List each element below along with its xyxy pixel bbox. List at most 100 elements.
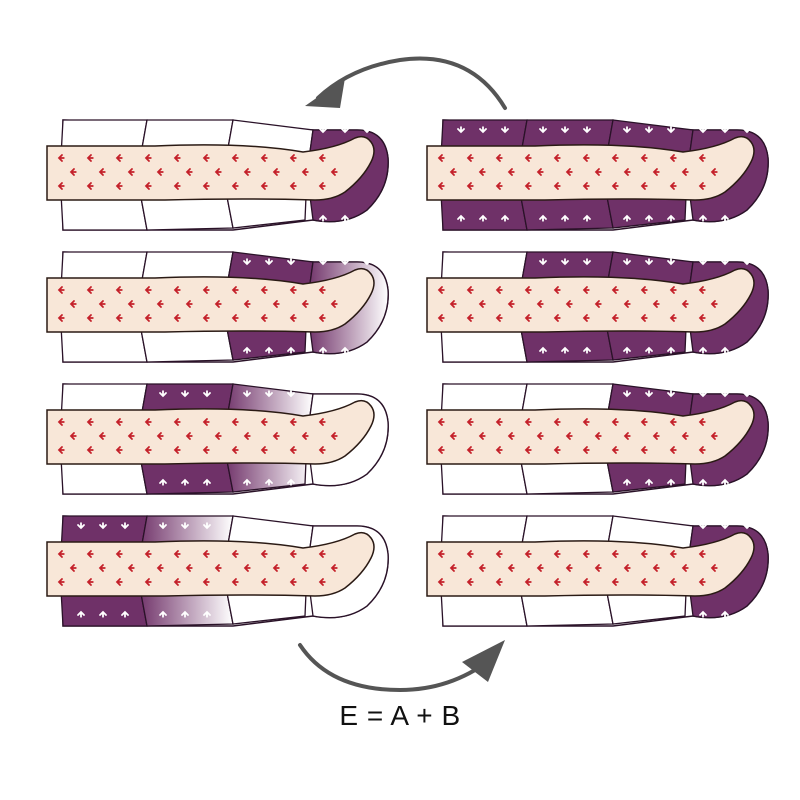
pressure-arrow-down-icon	[181, 390, 189, 398]
pressure-arrow-down-icon	[743, 258, 751, 266]
flow-arrow-icon	[98, 300, 106, 308]
flow-arrow-icon	[623, 300, 631, 308]
flow-arrow-icon	[289, 418, 297, 426]
pressure-arrow-up-icon	[667, 346, 675, 354]
flow-arrow-icon	[524, 550, 532, 558]
flow-arrow-icon	[214, 564, 222, 572]
flow-arrow-icon	[173, 446, 181, 454]
pressure-arrow-down-icon	[319, 126, 327, 134]
flow-arrow-icon	[156, 168, 164, 176]
flow-arrow-icon	[669, 418, 677, 426]
flow-arrow-icon	[507, 432, 515, 440]
flow-arrow-icon	[318, 182, 326, 190]
flow-arrow-icon	[669, 578, 677, 586]
flow-arrow-icon	[185, 300, 193, 308]
flow-arrow-icon	[466, 182, 474, 190]
flow-arrow-icon	[144, 578, 152, 586]
flow-arrow-icon	[260, 446, 268, 454]
flow-arrow-icon	[127, 432, 135, 440]
flow-arrow-icon	[243, 564, 251, 572]
flow-arrow-icon	[524, 578, 532, 586]
pressure-arrow-down-icon	[699, 390, 707, 398]
pressure-arrow-down-icon	[583, 126, 591, 134]
flow-arrow-icon	[495, 578, 503, 586]
pressure-arrow-down-icon	[77, 522, 85, 530]
pressure-arrow-down-icon	[743, 522, 751, 530]
flow-arrow-icon	[57, 418, 65, 426]
panels	[46, 119, 769, 627]
flow-arrow-icon	[669, 182, 677, 190]
pressure-arrow-up-icon	[623, 346, 631, 354]
flow-arrow-icon	[231, 550, 239, 558]
pressure-arrow-up-icon	[181, 478, 189, 486]
pressure-arrow-down-icon	[203, 522, 211, 530]
pressure-arrow-up-icon	[287, 346, 295, 354]
pressure-arrow-up-icon	[721, 214, 729, 222]
pressure-arrow-up-icon	[159, 610, 167, 618]
flow-arrow-icon	[698, 578, 706, 586]
flow-arrow-icon	[69, 168, 77, 176]
pressure-arrow-up-icon	[265, 346, 273, 354]
pressure-arrow-up-icon	[699, 610, 707, 618]
pressure-arrow-down-icon	[721, 522, 729, 530]
flow-arrow-icon	[185, 564, 193, 572]
pressure-arrow-down-icon	[667, 390, 675, 398]
cycle-arrowhead-top-icon	[305, 78, 345, 108]
pressure-arrow-up-icon	[699, 346, 707, 354]
flow-arrow-icon	[507, 300, 515, 308]
flow-arrow-icon	[69, 300, 77, 308]
pressure-arrow-up-icon	[265, 478, 273, 486]
flow-arrow-icon	[173, 286, 181, 294]
pressure-arrow-down-icon	[287, 390, 295, 398]
flow-arrow-icon	[524, 286, 532, 294]
flow-arrow-icon	[231, 286, 239, 294]
pressure-arrow-down-icon	[265, 390, 273, 398]
flow-arrow-icon	[69, 564, 77, 572]
pressure-arrow-up-icon	[561, 214, 569, 222]
flow-arrow-icon	[582, 446, 590, 454]
flow-arrow-icon	[57, 314, 65, 322]
flow-arrow-icon	[156, 564, 164, 572]
flow-arrow-icon	[582, 182, 590, 190]
flow-arrow-icon	[710, 564, 718, 572]
flow-arrow-icon	[260, 418, 268, 426]
flow-arrow-icon	[698, 446, 706, 454]
flow-arrow-icon	[710, 168, 718, 176]
flow-arrow-icon	[698, 286, 706, 294]
flow-arrow-icon	[437, 418, 445, 426]
pressure-arrow-up-icon	[645, 214, 653, 222]
flow-arrow-icon	[669, 154, 677, 162]
flow-arrow-icon	[144, 314, 152, 322]
flow-arrow-icon	[507, 168, 515, 176]
flow-arrow-icon	[478, 564, 486, 572]
pressure-arrow-down-icon	[99, 522, 107, 530]
pressure-arrow-down-icon	[539, 258, 547, 266]
pressure-arrow-down-icon	[623, 126, 631, 134]
flow-arrow-icon	[640, 286, 648, 294]
flow-arrow-icon	[57, 286, 65, 294]
flow-arrow-icon	[289, 314, 297, 322]
flow-arrow-icon	[318, 314, 326, 322]
flow-arrow-icon	[681, 168, 689, 176]
flow-arrow-icon	[318, 154, 326, 162]
pressure-arrow-up-icon	[341, 214, 349, 222]
flow-arrow-icon	[260, 550, 268, 558]
pressure-arrow-down-icon	[645, 126, 653, 134]
pressure-arrow-down-icon	[623, 390, 631, 398]
flow-arrow-icon	[202, 314, 210, 322]
flow-arrow-icon	[231, 314, 239, 322]
pressure-arrow-up-icon	[645, 478, 653, 486]
pressure-arrow-up-icon	[341, 346, 349, 354]
flow-arrow-icon	[185, 168, 193, 176]
pressure-arrow-down-icon	[699, 258, 707, 266]
flow-arrow-icon	[98, 432, 106, 440]
flow-arrow-icon	[260, 182, 268, 190]
flow-arrow-icon	[466, 550, 474, 558]
flow-arrow-icon	[495, 550, 503, 558]
flow-arrow-icon	[437, 154, 445, 162]
flow-arrow-icon	[582, 314, 590, 322]
cycle-arrow-top-icon	[316, 56, 507, 110]
panel-6	[426, 383, 769, 495]
flow-arrow-icon	[173, 154, 181, 162]
